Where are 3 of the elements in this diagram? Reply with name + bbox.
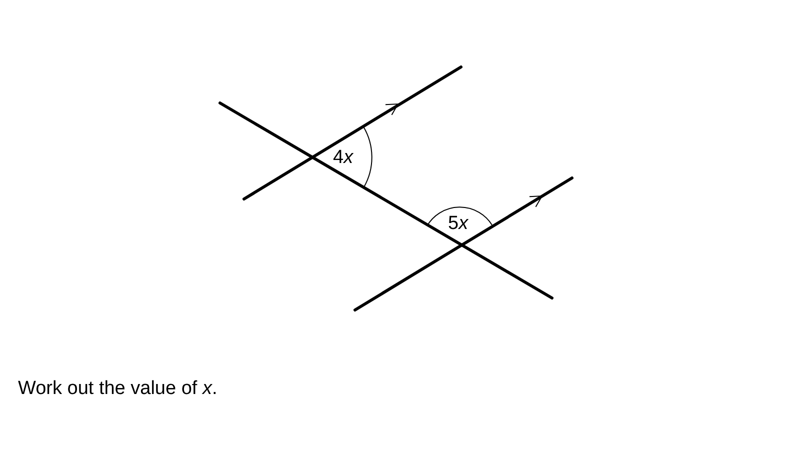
question-text: Work out the value of x. bbox=[18, 379, 218, 398]
angle-label: 5x bbox=[448, 214, 468, 233]
angle-label: 4x bbox=[333, 148, 354, 167]
